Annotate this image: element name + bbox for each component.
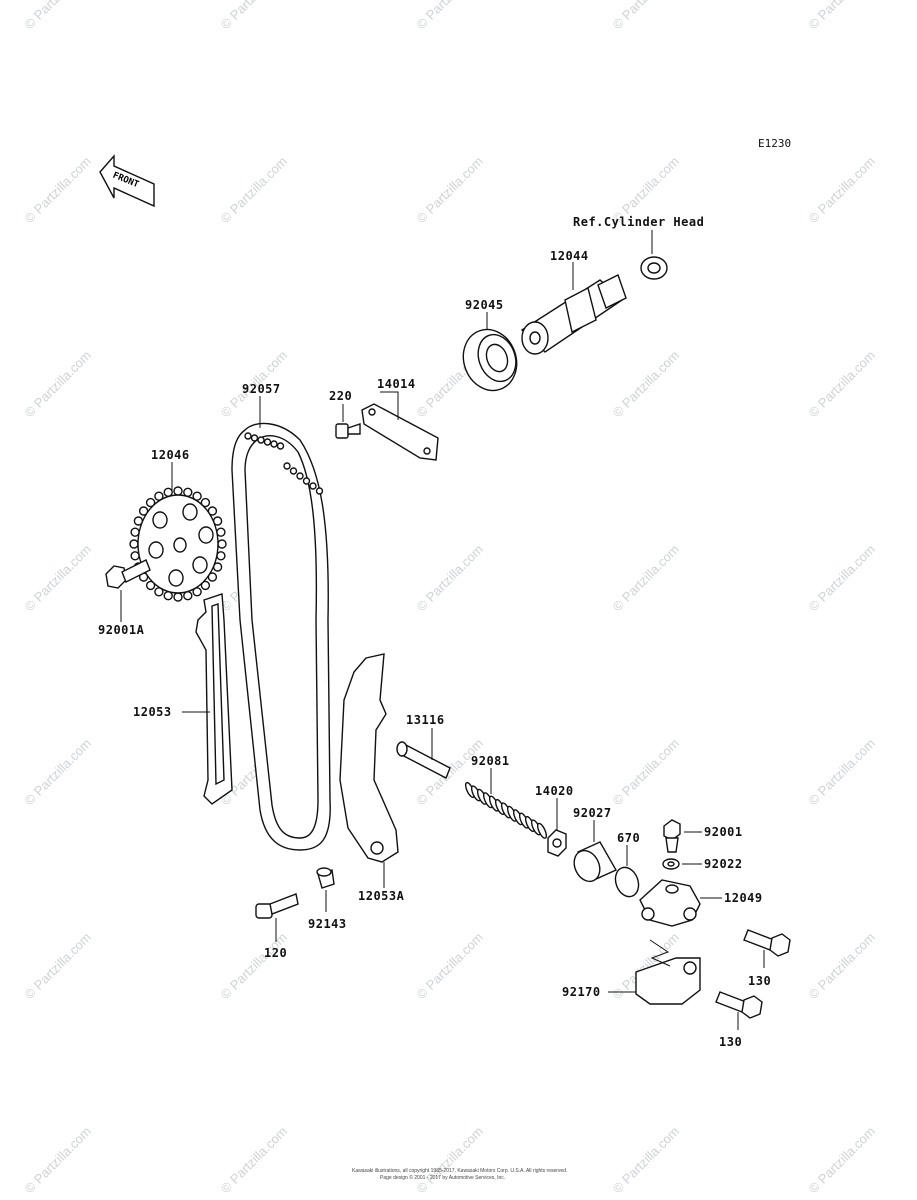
watermark-text: © Partzilla.com: [806, 542, 879, 615]
watermark-text: © Partzilla.com: [414, 1124, 487, 1197]
chain-guide-icon: [195, 593, 233, 805]
label-92027: 92027: [573, 806, 612, 820]
label-92022: 92022: [704, 857, 743, 871]
label-92001: 92001: [704, 825, 743, 839]
screw-icon: [335, 423, 361, 439]
label-120: 120: [264, 946, 287, 960]
watermark-text: © Partzilla.com: [414, 154, 487, 227]
footer-copyright: Kawasaki illustrations, all copyright 19…: [352, 1168, 567, 1174]
watermark-text: © Partzilla.com: [806, 0, 879, 32]
o-ring-icon: [614, 866, 640, 898]
watermark-text: © Partzilla.com: [806, 1124, 879, 1197]
watermark-text: © Partzilla.com: [218, 930, 291, 1003]
label-130-lower: 130: [719, 1035, 742, 1049]
cover-plate-icon: [361, 403, 439, 461]
label-13116: 13116: [406, 713, 445, 727]
label-92081: 92081: [471, 754, 510, 768]
watermark-text: © Partzilla.com: [414, 0, 487, 32]
label-14020: 14020: [535, 784, 574, 798]
watermark-text: © Partzilla.com: [610, 348, 683, 421]
pin-icon: [396, 741, 451, 779]
bracket-icon: [635, 957, 701, 1005]
label-12053: 12053: [133, 705, 172, 719]
camshaft-icon: [520, 274, 627, 355]
sprocket-icon: [129, 486, 227, 602]
watermark-text: © Partzilla.com: [218, 1124, 291, 1197]
watermark-text: © Partzilla.com: [218, 0, 291, 32]
spring-icon: [464, 781, 548, 839]
watermark-text: © Partzilla.com: [610, 1124, 683, 1197]
cam-chain-icon: [231, 422, 331, 851]
label-92170: 92170: [562, 985, 601, 999]
watermark-text: © Partzilla.com: [806, 348, 879, 421]
watermark-text: © Partzilla.com: [806, 154, 879, 227]
watermark-text: © Partzilla.com: [414, 930, 487, 1003]
label-12053A: 12053A: [358, 889, 405, 903]
label-130-upper: 130: [748, 974, 771, 988]
bolt-92001a-icon: [105, 559, 151, 589]
bolt-92001-icon: [663, 819, 681, 853]
watermark-text: © Partzilla.com: [806, 736, 879, 809]
watermark-text: © Partzilla.com: [22, 348, 95, 421]
front-arrow-icon: FRONT: [99, 154, 155, 208]
label-12046: 12046: [151, 448, 190, 462]
watermark-text: © Partzilla.com: [22, 1124, 95, 1197]
watermark-text: © Partzilla.com: [22, 930, 95, 1003]
watermark-text: © Partzilla.com: [22, 736, 95, 809]
watermark-text: © Partzilla.com: [806, 930, 879, 1003]
watermark-text: © Partzilla.com: [610, 542, 683, 615]
label-220: 220: [329, 389, 352, 403]
label-12049: 12049: [724, 891, 763, 905]
watermark-text: © Partzilla.com: [610, 0, 683, 32]
nut-icon: [547, 829, 567, 857]
collar-92143-icon: [316, 867, 335, 889]
bearing-icon: [462, 328, 518, 392]
label-670: 670: [617, 831, 640, 845]
bolt-120-icon: [255, 893, 299, 919]
watermark-text: © Partzilla.com: [22, 0, 95, 32]
watermark-text: © Partzilla.com: [22, 542, 95, 615]
watermark-text: © Partzilla.com: [22, 154, 95, 227]
label-92143: 92143: [308, 917, 347, 931]
watermark-text: © Partzilla.com: [610, 736, 683, 809]
label-92045: 92045: [465, 298, 504, 312]
ref-cylinder-head-label: Ref.Cylinder Head: [573, 215, 704, 229]
bolt-130-lower-icon: [715, 991, 763, 1019]
tensioner-icon: [639, 879, 701, 927]
footer-page-design: Page design © 2001 - 2017 by Automotive …: [380, 1174, 505, 1181]
label-92001A: 92001A: [98, 623, 145, 637]
tensioner-guide-icon: [339, 653, 399, 863]
label-92057: 92057: [242, 382, 281, 396]
collar-92027-icon: [573, 841, 617, 883]
oil-seal-icon: [640, 256, 668, 280]
washer-icon: [662, 858, 680, 870]
watermark-text: © Partzilla.com: [218, 154, 291, 227]
label-12044: 12044: [550, 249, 589, 263]
label-14014: 14014: [377, 377, 416, 391]
diagram-code: E1230: [758, 137, 791, 150]
bolt-130-upper-icon: [743, 929, 791, 957]
watermark-text: © Partzilla.com: [414, 542, 487, 615]
